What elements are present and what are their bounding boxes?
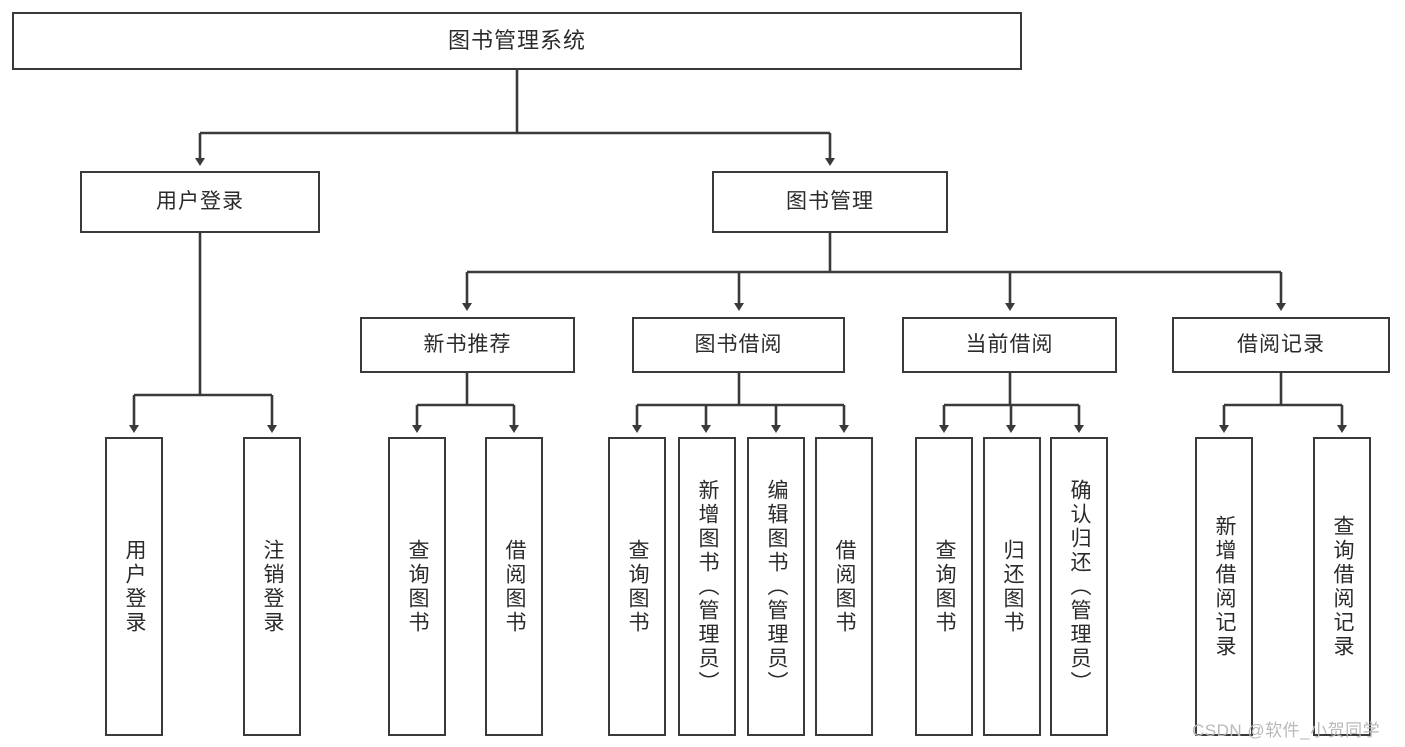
leaf-book-borrow-borrow[interactable]: 借阅图书 [815,437,873,736]
leaf-current-borrow-confirm-return[interactable]: 确认归还（管理员） [1050,437,1108,736]
node-label: 新增借阅记录 [1213,514,1237,659]
node-label: 新书推荐 [423,332,512,356]
leaf-new-book-borrow[interactable]: 借阅图书 [485,437,543,736]
node-label: 归还图书 [1001,538,1025,635]
node-label: 编辑图书（管理员） [765,478,789,695]
node-label: 借阅记录 [1237,332,1325,356]
node-borrow-record[interactable]: 借阅记录 [1172,317,1390,373]
node-label: 借阅图书 [833,538,857,635]
leaf-user-login-login[interactable]: 用户登录 [105,437,163,736]
node-label: 当前借阅 [965,332,1054,356]
node-label: 图书管理 [786,189,874,213]
leaf-user-login-logout[interactable]: 注销登录 [243,437,301,736]
node-label: 用户登录 [156,189,244,213]
leaf-current-borrow-query[interactable]: 查询图书 [915,437,973,736]
leaf-borrow-record-add[interactable]: 新增借阅记录 [1195,437,1253,736]
node-label: 用户登录 [123,538,147,635]
node-label: 借阅图书 [503,538,527,635]
node-root-system[interactable]: 图书管理系统 [12,12,1022,70]
node-label: 新增图书（管理员） [696,478,720,695]
node-new-book-recommend[interactable]: 新书推荐 [360,317,575,373]
node-user-login[interactable]: 用户登录 [80,171,320,233]
watermark-text: CSDN @软件_小贺同学 [1192,721,1381,740]
node-label: 查询图书 [933,538,957,635]
node-label: 查询图书 [626,538,650,635]
node-label: 确认归还（管理员） [1068,478,1092,695]
node-label: 查询图书 [406,538,430,635]
node-label: 查询借阅记录 [1331,514,1355,659]
node-label: 图书借阅 [694,332,783,356]
leaf-new-book-query[interactable]: 查询图书 [388,437,446,736]
leaf-current-borrow-return[interactable]: 归还图书 [983,437,1041,736]
leaf-borrow-record-query[interactable]: 查询借阅记录 [1313,437,1371,736]
leaf-book-borrow-edit[interactable]: 编辑图书（管理员） [747,437,805,736]
node-label: 图书管理系统 [447,28,586,54]
node-book-management[interactable]: 图书管理 [712,171,948,233]
leaf-book-borrow-query[interactable]: 查询图书 [608,437,666,736]
node-label: 注销登录 [261,538,285,635]
node-book-borrow[interactable]: 图书借阅 [632,317,845,373]
leaf-book-borrow-add[interactable]: 新增图书（管理员） [678,437,736,736]
node-current-borrow[interactable]: 当前借阅 [902,317,1117,373]
